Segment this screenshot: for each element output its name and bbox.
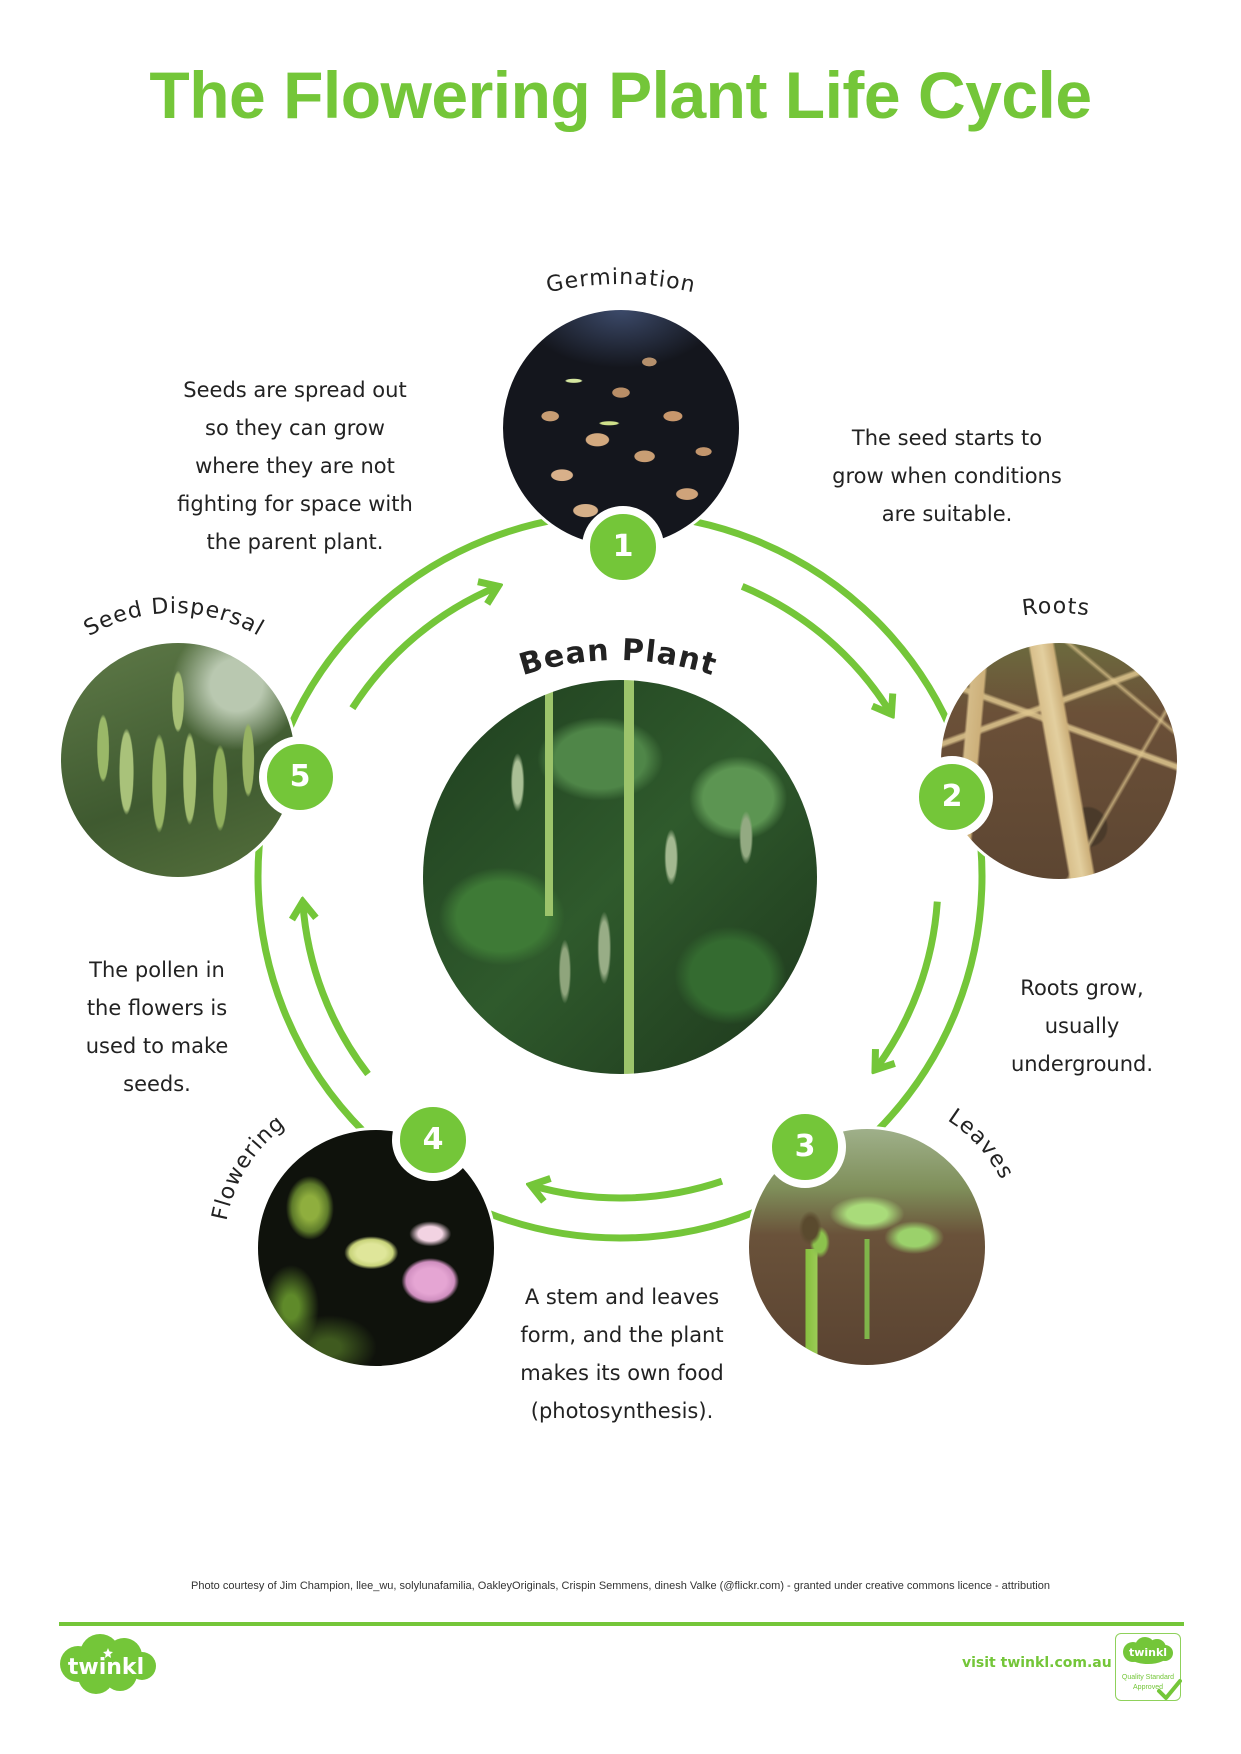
description-line: grow when conditions [832,464,1062,488]
germination-description: The seed starts to grow when conditions … [807,419,1087,533]
roots-label: Roots [1021,594,1091,621]
description-line: used to make [85,1034,229,1058]
description-line: Seeds are spread out [183,378,407,402]
footer-divider [59,1622,1184,1626]
leaves-description: A stem and leaves form, and the plant ma… [482,1278,762,1430]
description-line: where they are not [195,454,395,478]
step-1-badge: 1 [582,506,664,588]
description-line: The pollen in [89,958,225,982]
step-number: 2 [941,779,963,814]
svg-text:Seed Dispersal: Seed Dispersal [80,594,268,642]
badge-logo-cloud: twinkl [1123,1637,1173,1664]
photo-credit: Photo courtesy of Jim Champion, llee_wu,… [191,1580,1050,1592]
step-number: 1 [612,529,634,564]
badge-line-2: Approved [1133,1684,1163,1691]
badge-line-1: Quality Standard [1121,1674,1175,1681]
arrow-1-to-2-icon [740,583,891,713]
quality-standard-badge: twinkl Quality Standard Approved [1115,1633,1182,1701]
seed-dispersal-description: Seeds are spread out so they can grow wh… [145,371,445,561]
roots-photo [938,640,1180,882]
roots-description: Roots grow, usually underground. [982,969,1182,1083]
flowering-description: The pollen in the flowers is used to mak… [57,951,257,1103]
description-line: A stem and leaves [524,1285,720,1309]
description-line: Roots grow, [1020,976,1144,1000]
website-link[interactable]: visit twinkl.com.au [962,1655,1112,1671]
star-icon [103,1648,113,1658]
description-line: fighting for space with [177,492,413,516]
description-line: The seed starts to [851,426,1043,450]
svg-text:Germination: Germination [544,265,698,298]
arrow-2-to-3-icon [876,901,941,1070]
arrow-4-to-5-icon [303,903,371,1077]
step-number: 4 [422,1122,444,1157]
arrow-3-to-4-icon [532,1181,724,1198]
page-title: The Flowering Plant Life Cycle [149,58,1092,132]
step-5-badge: 5 [259,736,341,818]
description-line: are suitable. [881,502,1013,526]
germination-label: Germination [544,265,697,298]
step-number: 5 [289,759,311,794]
step-3-badge: 3 [764,1106,846,1188]
checkmark-icon [1157,1679,1182,1700]
description-line: usually [1044,1014,1120,1038]
seed-dispersal-label: Seed Dispersal [80,594,267,642]
step-number: 3 [794,1129,816,1164]
description-line: the parent plant. [206,530,384,554]
description-line: the flowers is [86,996,228,1020]
twinkl-logo: twinkl [60,1634,156,1694]
step-2-badge: 2 [911,756,993,838]
svg-text:Roots: Roots [1021,594,1092,621]
step-4-badge: 4 [392,1099,474,1181]
logo-text: twinkl [68,1655,144,1680]
bean-plant-photo [423,680,817,1074]
bean-plant-label: Bean Plant [515,633,720,683]
description-line: (photosynthesis). [530,1399,714,1423]
badge-logo-text: twinkl [1129,1646,1167,1659]
description-line: so they can grow [205,416,385,440]
svg-text:Bean Plant: Bean Plant [515,633,721,683]
arrow-5-to-1-icon [349,587,497,711]
description-line: underground. [1010,1052,1154,1076]
description-line: makes its own food [520,1361,724,1385]
description-line: seeds. [123,1072,191,1096]
description-line: form, and the plant [520,1323,724,1347]
